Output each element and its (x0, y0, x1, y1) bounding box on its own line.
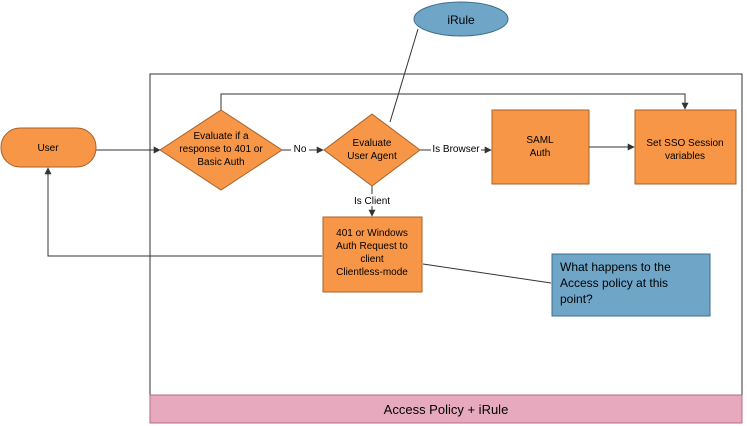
edge-label-is-browser-bg (431, 143, 481, 155)
footer-band (149, 394, 743, 424)
node-evaluate-401 (159, 109, 283, 191)
footer-label: Access Policy + iRule (384, 402, 509, 417)
node-auth-request-line-4: Clientless-mode (336, 267, 408, 278)
callout-note (551, 253, 711, 317)
node-user-label: User (37, 143, 59, 154)
node-irule-label: iRule (447, 13, 475, 27)
node-auth-request (322, 216, 423, 293)
node-evaluate-401-line-3: Basic Auth (197, 157, 244, 168)
node-evaluate-agent-line-2: User Agent (347, 151, 397, 162)
edge-label-is-client-bg (350, 194, 394, 206)
node-evaluate-401-line-1: Evaluate if a (193, 131, 248, 142)
node-auth-request-line-1: 401 or Windows (336, 228, 408, 239)
callout-line-3: point? (560, 292, 593, 306)
node-user (0, 127, 97, 168)
edge-label-is-browser: Is Browser (432, 144, 480, 155)
node-evaluate-agent-line-1: Evaluate (353, 138, 392, 149)
node-auth-request-line-2: Auth Request to (336, 241, 408, 252)
node-sso-line-1: Set SSO Session (646, 138, 723, 149)
edge-irule-to-agent (389, 28, 419, 123)
edge-label-no-bg (291, 143, 309, 155)
edge-401-to-sso (220, 93, 689, 110)
node-sso-line-2: variables (665, 151, 705, 162)
node-sso (634, 109, 737, 185)
node-irule (413, 1, 509, 37)
node-evaluate-401-line-2: response to 401 or (179, 144, 263, 155)
node-saml-line-2: Auth (530, 148, 551, 159)
callout-line-2: Access policy at this (560, 276, 668, 290)
node-auth-request-line-3: client (360, 254, 384, 265)
node-saml-line-1: SAML (526, 135, 554, 146)
edge-auth-request-to-user (44, 167, 322, 257)
edge-label-no: No (294, 144, 307, 155)
callout-line-1: What happens to the (560, 260, 671, 274)
edge-callout-to-auth-request (422, 263, 552, 284)
edge-label-is-client: Is Client (354, 196, 390, 207)
node-saml (491, 109, 590, 185)
node-evaluate-agent (323, 113, 421, 187)
